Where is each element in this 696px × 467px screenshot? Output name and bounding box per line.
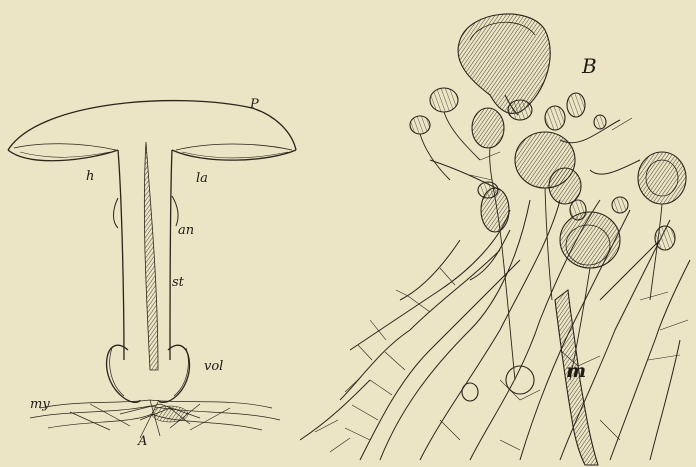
volva-left: [107, 345, 140, 402]
label-an: an: [178, 224, 194, 237]
lamellae-right: [176, 144, 292, 150]
annulus: [114, 198, 119, 228]
label-h: h: [86, 170, 94, 183]
stipe-core: [144, 142, 158, 370]
volva-right: [158, 345, 189, 402]
mycelium-base: [30, 400, 280, 438]
stipe-left-edge: [118, 150, 124, 360]
stipe-right-edge: [170, 150, 172, 360]
label-b: B: [582, 56, 597, 76]
label-m: m: [566, 362, 586, 381]
label-p: P: [250, 98, 259, 111]
label-my: my: [30, 398, 50, 411]
figure-a-mushroom-section: [8, 101, 296, 438]
pileus-underside-right: [172, 150, 296, 160]
lamellae-left: [14, 144, 116, 150]
label-a: A: [138, 435, 147, 448]
label-la: la: [196, 172, 208, 185]
large-fruit-body-top: [458, 14, 550, 115]
label-st: st: [172, 276, 184, 289]
pileus-underside-left: [8, 150, 118, 161]
label-vol: vol: [204, 360, 223, 373]
figure-b-mycelium-fruit-bodies: [300, 14, 690, 465]
